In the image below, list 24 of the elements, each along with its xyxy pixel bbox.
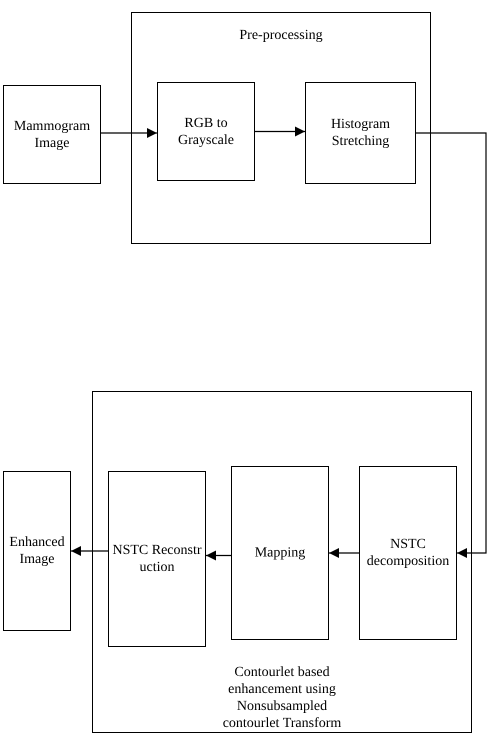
box-label: RGB to Grayscale xyxy=(177,114,235,148)
process-box xyxy=(157,82,255,181)
arrow xyxy=(206,550,231,560)
box-label: Mammogram Image xyxy=(12,118,92,152)
arrow xyxy=(255,126,305,136)
box-label: NSTC decomposition xyxy=(366,536,450,570)
group-box xyxy=(92,391,472,733)
process-box xyxy=(359,466,457,640)
arrow xyxy=(71,546,108,556)
arrow xyxy=(329,548,359,558)
process-box xyxy=(305,82,416,184)
box-label: Mapping xyxy=(254,544,306,562)
process-box xyxy=(108,471,206,647)
group-title: Pre-processing xyxy=(239,27,323,44)
arrow xyxy=(416,132,487,558)
group-title: Contourlet based enhancement using Nonsubsampled contourlet Transform xyxy=(222,664,342,732)
arrow xyxy=(101,128,157,138)
process-box xyxy=(3,471,71,631)
box-label: NSTC Reconstruction xyxy=(111,542,203,576)
group-box xyxy=(131,12,431,244)
box-label: Enhanced Image xyxy=(8,534,66,568)
process-box xyxy=(231,466,329,640)
process-box xyxy=(3,85,101,184)
box-label: Histogram Stretching xyxy=(330,116,392,150)
